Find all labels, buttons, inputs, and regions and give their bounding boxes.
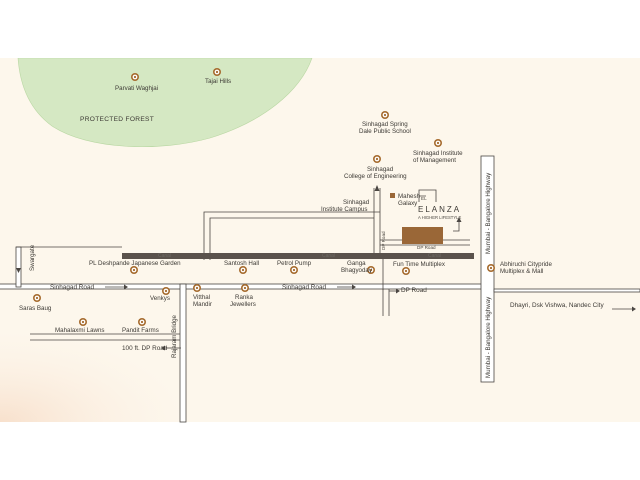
site-arrow bbox=[453, 217, 462, 232]
elanza-logo-mark: EL bbox=[421, 196, 427, 201]
elanza-logo: EL ELANZA A HIGHER LIFESTYLE bbox=[418, 189, 461, 220]
elanza-tagline: A HIGHER LIFESTYLE bbox=[418, 215, 461, 220]
dp-road-site-label: DP Road bbox=[417, 245, 436, 250]
saras-baug-label: Saras Baug bbox=[19, 305, 52, 312]
santosh-hall-marker bbox=[239, 266, 247, 274]
parvati-waghjai-marker bbox=[131, 73, 139, 81]
sinhagad-road-west-label: Sinhagad Road bbox=[50, 284, 95, 291]
ranka-jewellers-label-1: Ranka bbox=[235, 294, 253, 301]
canal-label-left: Canal bbox=[158, 253, 171, 259]
rajaram-bridge-label: Rajaram Bridge bbox=[171, 314, 178, 358]
abhiruchi-label-2: Multiplex & Mall bbox=[500, 268, 543, 275]
dhayri-road bbox=[493, 288, 640, 293]
ranka-jewellers-marker bbox=[241, 284, 249, 292]
rajaram-bridge-road bbox=[179, 283, 187, 423]
dp-road-arrow-left bbox=[161, 345, 181, 351]
vitthal-mandir-marker bbox=[193, 284, 201, 292]
sinhagad-campus-label-2: Institute Campus bbox=[321, 206, 367, 213]
canal bbox=[122, 253, 474, 259]
sinhagad-college-label-1: Sinhagad bbox=[367, 166, 394, 173]
protected-forest-label: PROTECTED FOREST bbox=[80, 116, 154, 123]
sinhagad-road-center-label: Sinhagad Road bbox=[282, 284, 327, 291]
dp-road-vertical-label: DP Road bbox=[381, 231, 386, 250]
saras-baug-marker bbox=[33, 294, 41, 302]
abhiruchi-marker bbox=[487, 264, 495, 272]
canal-label-right: Canal bbox=[428, 253, 441, 259]
swargate-road bbox=[15, 246, 22, 288]
map-glow bbox=[0, 330, 190, 422]
dp-road-arrow-bottom bbox=[389, 288, 400, 294]
protected-forest-area bbox=[17, 58, 313, 148]
swargate-label: Swargate bbox=[29, 244, 36, 271]
elanza-project-site bbox=[402, 227, 443, 244]
sinhagad-institute-label-1: Sinhagad Institute bbox=[413, 150, 463, 157]
fun-time-marker bbox=[402, 267, 410, 275]
vitthal-mandir-label-2: Mandir bbox=[193, 301, 212, 308]
pandit-farms-label: Pandit Farms bbox=[122, 327, 159, 334]
sinhagad-institute-label-2: of Management bbox=[413, 157, 456, 164]
mahalaxmi-lawns-marker bbox=[79, 318, 87, 326]
venkys-label: Venkys bbox=[150, 295, 170, 302]
pl-deshpande-marker bbox=[130, 266, 138, 274]
pandit-farms-marker bbox=[138, 318, 146, 326]
venkys-marker bbox=[162, 287, 170, 295]
campus-road bbox=[203, 211, 380, 260]
elanza-brand: ELANZA bbox=[418, 205, 461, 214]
sinhagad-college-marker bbox=[373, 155, 381, 163]
ganga-bhagyoday-label-2: Bhagyoday bbox=[341, 267, 373, 274]
vitthal-mandir-label-1: Vitthal bbox=[193, 294, 210, 301]
campus-road-inner bbox=[209, 217, 374, 260]
canal-label-mid: Canal bbox=[322, 253, 335, 259]
highway-upper-label: Mumbai - Bangalore Highway bbox=[485, 172, 492, 254]
abhiruchi-label-1: Abhiruchi Citypride bbox=[500, 261, 552, 268]
petrol-pump-label: Petrol Pump bbox=[277, 260, 312, 267]
santosh-hall-label: Santosh Hall bbox=[224, 260, 259, 267]
sinhagad-spring-marker bbox=[381, 111, 389, 119]
tajai-hills-label: Tajai Hills bbox=[205, 78, 231, 85]
campus-arrow bbox=[374, 185, 380, 191]
dhayri-arrow bbox=[612, 306, 636, 312]
dp-road-bottom-label: DP Road bbox=[401, 287, 427, 294]
fun-time-label: Fun Time Multiplex bbox=[393, 261, 446, 268]
sinhagad-campus-label-1: Sinhagad bbox=[343, 199, 370, 206]
parvati-waghjai-label: Parvati Waghjai bbox=[115, 85, 158, 92]
sinhagad-spring-label-1: Sinhagad Spring bbox=[362, 121, 408, 128]
ranka-jewellers-label-2: Jewellers bbox=[230, 301, 256, 308]
dhayri-route-label: Dhayri, Dsk Vishwa, Nandec City bbox=[510, 302, 604, 309]
sinhagad-college-label-2: College of Engineering bbox=[344, 173, 407, 180]
sinhagad-spring-label-2: Dale Public School bbox=[359, 128, 411, 135]
mahesh-galaxy-label-1: Mahesh bbox=[398, 193, 421, 200]
sinhagad-road-arrow-center bbox=[337, 284, 356, 290]
mahalaxmi-lawns-label: Mahalaxmi Lawns bbox=[55, 327, 105, 334]
sinhagad-road-arrow-left bbox=[105, 284, 128, 290]
pl-deshpande-label: PL Deshpande Japanese Garden bbox=[89, 260, 181, 267]
sinhagad-institute-marker bbox=[434, 139, 442, 147]
tajai-hills-marker bbox=[213, 68, 221, 76]
dp-road-100ft-label: 100 ft. DP Road bbox=[122, 345, 168, 352]
mahesh-galaxy-marker bbox=[390, 193, 395, 198]
ganga-bhagyoday-label-1: Ganga bbox=[347, 260, 366, 267]
swargate-arrow bbox=[16, 268, 21, 273]
mahesh-galaxy-label-2: Galaxy bbox=[398, 200, 418, 207]
highway-lower-label: Mumbai - Bangalore Highway bbox=[485, 296, 492, 378]
petrol-pump-marker bbox=[290, 266, 298, 274]
